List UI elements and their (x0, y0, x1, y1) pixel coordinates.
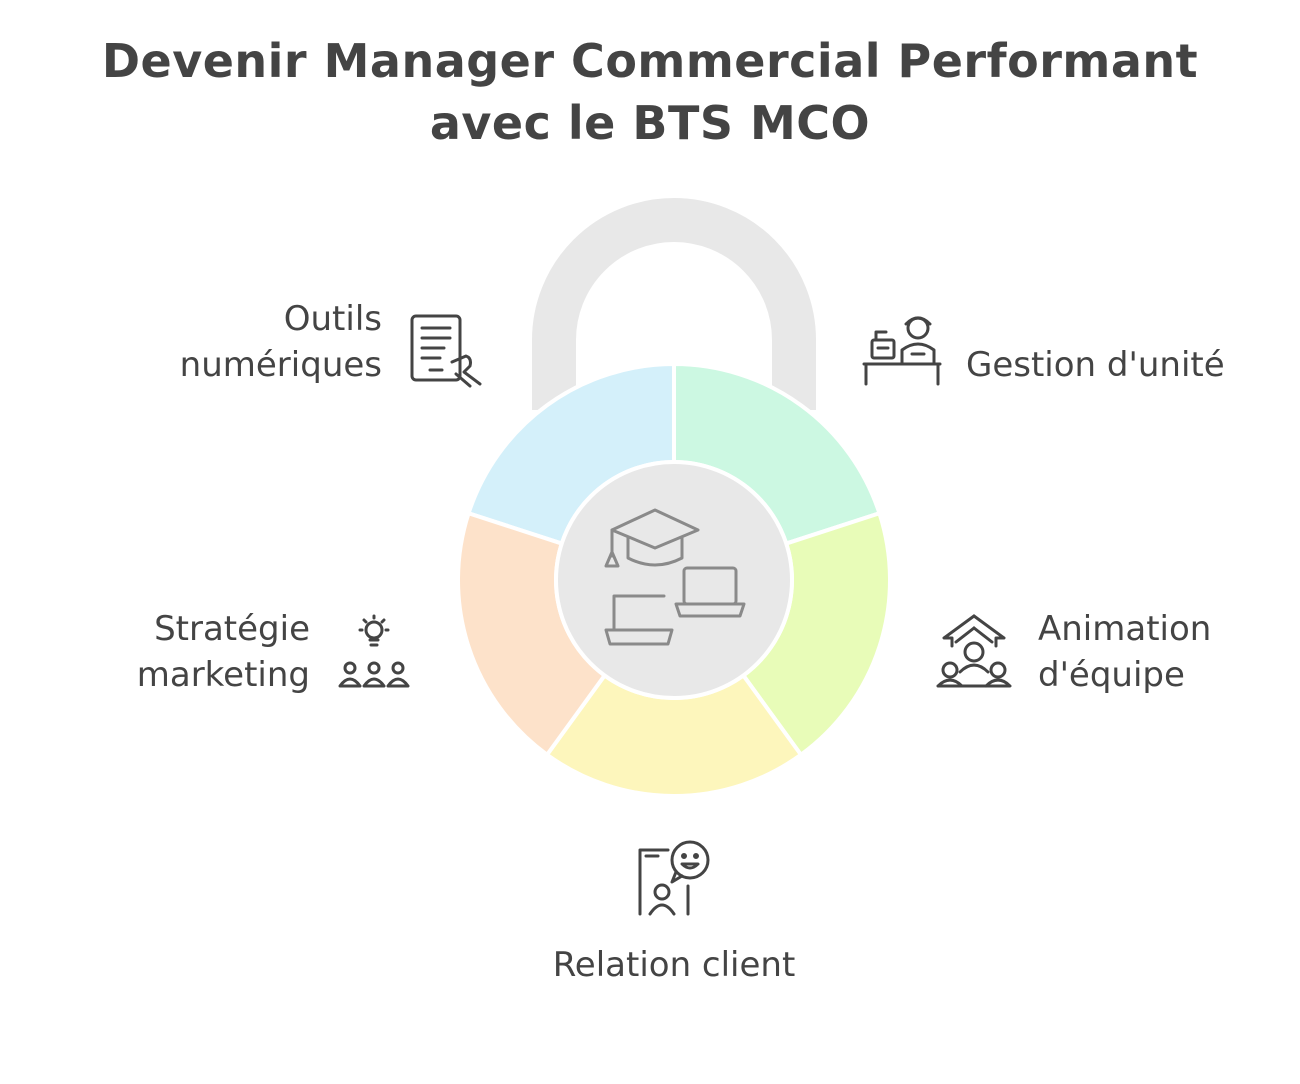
idea-group-icon (338, 614, 410, 688)
label-strategie-line-1: Stratégie (154, 609, 310, 649)
label-strategie-marketing: Stratégie marketing (70, 606, 310, 698)
team-growth-icon (936, 614, 1012, 688)
label-animation-line-2: d'équipe (1038, 655, 1185, 695)
label-animation-line-1: Animation (1038, 609, 1212, 649)
graduation-laptops-icon (604, 508, 746, 646)
title-line-2: avec le BTS MCO (429, 96, 871, 150)
center-hub (554, 460, 794, 700)
client-chat-icon (638, 840, 710, 916)
label-outils-numeriques: Outils numériques (140, 296, 382, 388)
label-animation-equipe: Animation d'équipe (1038, 606, 1211, 698)
tablet-touch-icon (410, 314, 482, 388)
label-relation-line-1: Relation client (552, 945, 796, 985)
lock-shackle (532, 198, 816, 410)
label-strategie-line-2: marketing (136, 655, 310, 695)
label-gestion-line-1: Gestion d'unité (966, 345, 1225, 385)
label-outils-line-2: numériques (179, 345, 382, 385)
label-gestion-unite: Gestion d'unité (966, 342, 1225, 388)
label-relation-client: Relation client (474, 942, 874, 988)
label-outils-line-1: Outils (283, 299, 382, 339)
segment-ring (456, 361, 892, 798)
title-line-1: Devenir Manager Commercial Performant (101, 34, 1199, 88)
cashier-icon (862, 316, 942, 386)
diagram-title: Devenir Manager Commercial Performant av… (0, 30, 1300, 154)
